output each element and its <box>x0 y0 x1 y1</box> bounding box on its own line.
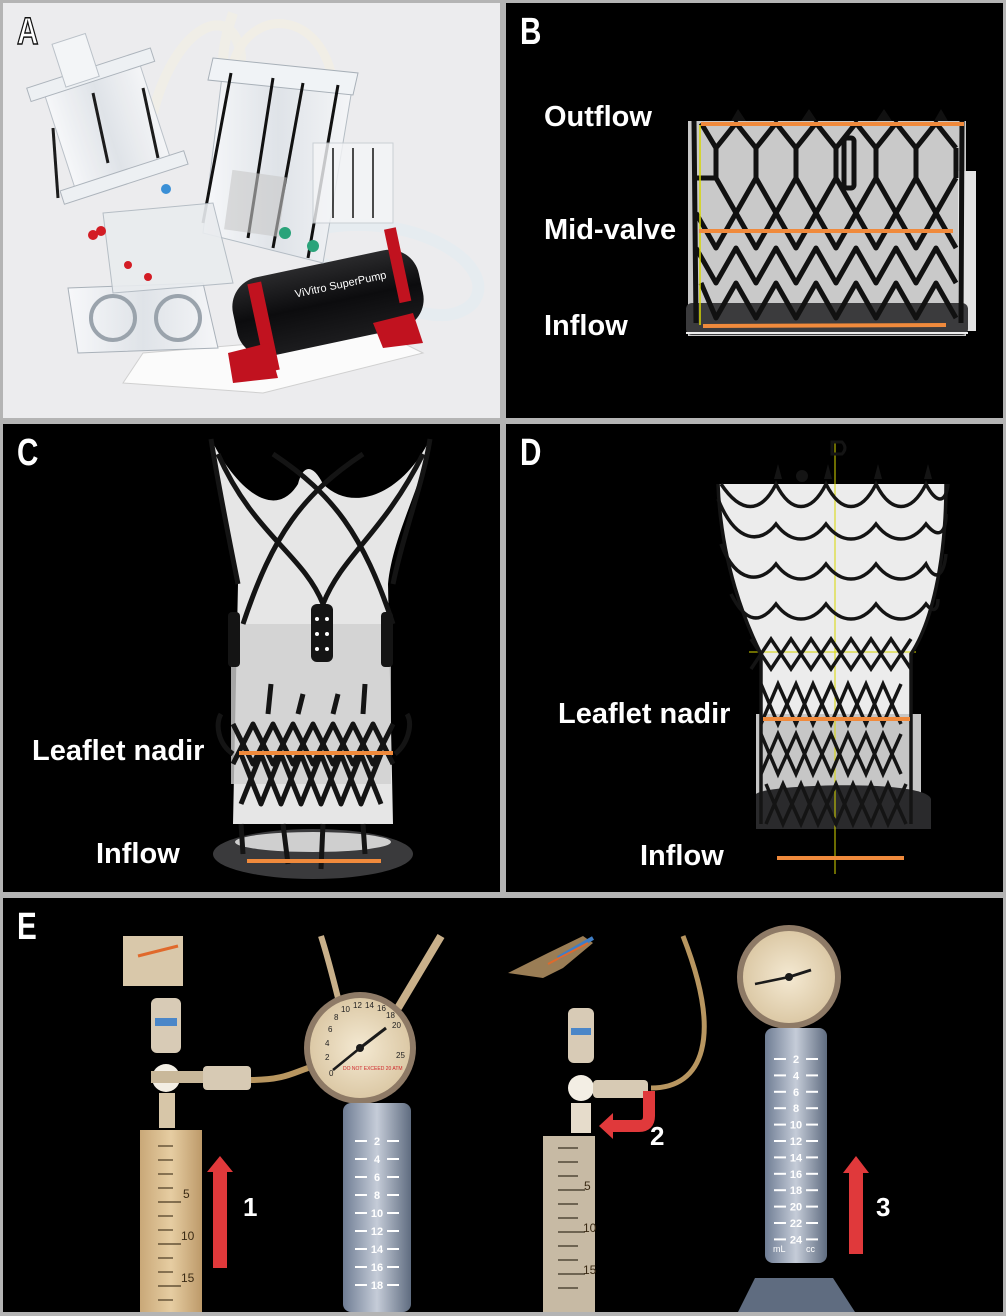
arrow-step-2 <box>599 1091 655 1139</box>
gauge-tick: 25 <box>396 1051 405 1060</box>
inflator-tick-label: 12 <box>371 1226 383 1238</box>
leaflet-nadir-label: Leaflet nadir <box>32 735 205 767</box>
inflation-device: 2 4 6 8 10 12 14 16 18 <box>343 1103 411 1312</box>
inflator-tick-label: 6 <box>374 1172 380 1184</box>
silicone-tube <box>228 19 338 84</box>
inflator-tick-label: 2 <box>793 1054 799 1066</box>
panel-letter: C <box>17 432 39 474</box>
outflow-label: Outflow <box>544 101 652 133</box>
gauge-tick: 0 <box>329 1069 334 1078</box>
syringe: 5 10 15 <box>543 1136 597 1312</box>
inflator-tick-label: 20 <box>790 1202 802 1214</box>
inflator-tick-label: 22 <box>790 1218 802 1230</box>
valve-frame-c <box>208 438 433 879</box>
inflator-tick-label: 14 <box>790 1152 803 1164</box>
gauge-tick: 16 <box>377 1004 386 1013</box>
left-setup: 5 10 15 DO NOT EXCEED 20 ATM 0 2 4 6 <box>123 933 445 1312</box>
unit-label-cc: cc <box>806 1244 816 1254</box>
inflator-tick-label: 8 <box>374 1190 380 1202</box>
panel-b: B Outflow Mid-valve Inflow <box>506 3 1003 418</box>
valve-frame-d <box>716 440 950 874</box>
stopcock <box>151 1064 309 1092</box>
inflator-tick-label: 6 <box>793 1087 799 1099</box>
gauge-tick: 2 <box>325 1053 330 1062</box>
syringe-tick: 15 <box>181 1271 195 1285</box>
inflator-tick-label: 18 <box>371 1280 383 1292</box>
syringe-tick: 10 <box>583 1221 597 1235</box>
panel-letter: D <box>520 432 542 474</box>
inflator-tick-label: 12 <box>790 1136 802 1148</box>
lower-stent-struts <box>215 683 412 870</box>
syringe-tick: 5 <box>183 1187 190 1201</box>
syringe-tick: 15 <box>583 1263 597 1277</box>
outflow-crowns <box>731 109 948 121</box>
step-1-label: 1 <box>243 1192 258 1222</box>
inflow-measurement-line <box>702 323 947 328</box>
inflator-tick-label: 24 <box>790 1234 803 1246</box>
inflow-label: Inflow <box>544 310 628 342</box>
syringe: 5 10 15 <box>140 1130 202 1312</box>
gauge-tick: 14 <box>365 1001 374 1010</box>
panel-c: C Leaflet nadir Inflow <box>3 424 500 892</box>
superpump: ViVitro SuperPump <box>228 227 424 383</box>
panel-letter: B <box>520 11 542 53</box>
gauge-tick: 10 <box>341 1005 350 1014</box>
commissure-posts <box>228 604 393 667</box>
step-2-label: 2 <box>650 1121 665 1151</box>
compliance-chamber <box>312 142 394 224</box>
self-expanding-struts <box>716 480 950 829</box>
inflator-tick-label: 16 <box>790 1169 802 1181</box>
inflator-tick-label: 10 <box>790 1120 802 1132</box>
inflator-tick-label: 16 <box>371 1262 383 1274</box>
panel-letter: A <box>16 11 39 53</box>
syringe-tick: 10 <box>181 1229 195 1243</box>
inflator-tick-label: 10 <box>371 1208 383 1220</box>
arrow-step-3 <box>843 1156 869 1254</box>
inflator-tick-label: 4 <box>793 1070 800 1082</box>
inflation-sequence-illustration: 5 10 15 DO NOT EXCEED 20 ATM 0 2 4 6 <box>123 925 869 1312</box>
pressure-gauge: DO NOT EXCEED 20 ATM 0 2 4 6 8 10 12 14 … <box>304 992 416 1104</box>
check-valve <box>568 1008 594 1063</box>
gauge-tick: 12 <box>353 1001 362 1010</box>
inflator-tick-label: 2 <box>374 1136 380 1148</box>
step-3-label: 3 <box>876 1192 891 1222</box>
panel-a: ViVitro SuperPump <box>3 3 500 418</box>
inflator-tick-label: 4 <box>374 1154 381 1166</box>
unit-label-ml: mL <box>773 1244 786 1254</box>
catheter-hub <box>508 936 593 978</box>
valve-frame-b <box>686 109 976 336</box>
panel-letter: E <box>17 906 37 948</box>
panel-d: D Leaflet nadir Inflow <box>506 424 1003 892</box>
inflator-tick-label: 8 <box>793 1103 799 1115</box>
gauge-tick: 6 <box>328 1025 333 1034</box>
gauge-tick: 20 <box>392 1021 401 1030</box>
atrial-chamber <box>26 32 189 205</box>
arrow-step-1 <box>207 1156 233 1268</box>
gauge-tick: 18 <box>386 1011 395 1020</box>
gauge-tick: 4 <box>325 1039 330 1048</box>
crown-tips <box>774 440 932 482</box>
leaflet-nadir-label: Leaflet nadir <box>558 698 731 730</box>
pressure-gauge <box>737 925 841 1029</box>
pulse-duplicator-illustration: ViVitro SuperPump <box>26 11 485 394</box>
panel-e: 5 10 15 DO NOT EXCEED 20 ATM 0 2 4 6 <box>3 898 1003 1312</box>
mid-valve-label: Mid-valve <box>544 214 677 246</box>
gauge-warning: DO NOT EXCEED 20 ATM <box>343 1066 403 1072</box>
inflow-label: Inflow <box>96 838 180 870</box>
syringe-tick: 5 <box>584 1179 591 1193</box>
valve-housing <box>67 202 234 354</box>
gauge-tick: 8 <box>334 1013 339 1022</box>
catheter-hub <box>123 936 183 986</box>
stopcock <box>568 935 707 1101</box>
inflow-label: Inflow <box>640 840 724 872</box>
inflator-tick-label: 14 <box>371 1244 384 1256</box>
inflator-tick-label: 18 <box>790 1185 802 1197</box>
